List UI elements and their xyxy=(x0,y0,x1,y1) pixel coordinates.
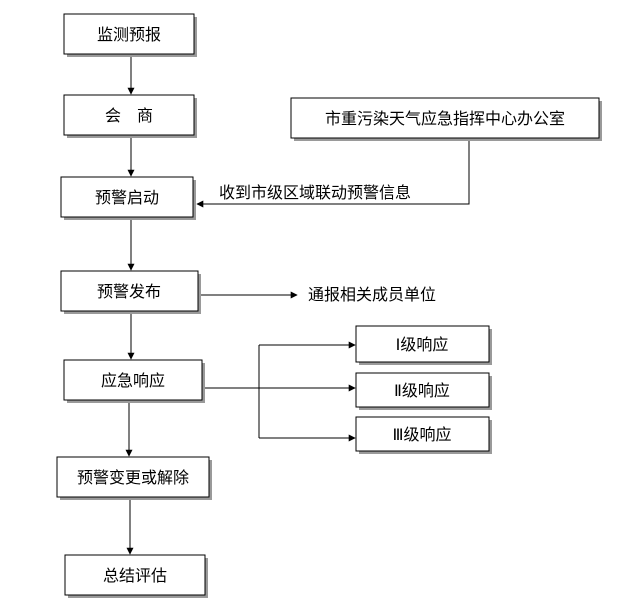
node-warning-publish: 预警发布 xyxy=(60,270,201,314)
node-command-office-label: 市重污染天气应急指挥中心办公室 xyxy=(325,109,565,128)
node-level2: Ⅱ级响应 xyxy=(355,372,492,410)
node-level1-label: Ⅰ级响应 xyxy=(396,335,449,354)
node-monitor: 监测预报 xyxy=(63,13,197,57)
node-level3-label: Ⅲ级响应 xyxy=(392,425,451,444)
node-level3: Ⅲ级响应 xyxy=(355,416,492,454)
node-warning-change-label: 预警变更或解除 xyxy=(77,468,189,487)
node-level1: Ⅰ级响应 xyxy=(355,325,492,365)
node-command-office: 市重污染天气应急指挥中心办公室 xyxy=(290,97,602,141)
node-consult-label: 会 商 xyxy=(105,106,153,125)
node-emergency-response: 应急响应 xyxy=(63,359,205,403)
node-consult: 会 商 xyxy=(63,94,197,138)
node-warning-publish-label: 预警发布 xyxy=(97,282,161,301)
node-warning-start-label: 预警启动 xyxy=(95,188,159,207)
node-warning-change: 预警变更或解除 xyxy=(56,456,212,500)
node-summary: 总结评估 xyxy=(64,554,208,598)
node-level2-label: Ⅱ级响应 xyxy=(394,381,450,400)
node-monitor-label: 监测预报 xyxy=(97,25,161,44)
edge-label-notify-members: 通报相关成员单位 xyxy=(308,285,436,304)
arrow-command-office-to-warning-start xyxy=(196,141,470,208)
node-emergency-response-label: 应急响应 xyxy=(101,371,165,390)
node-summary-label: 总结评估 xyxy=(103,566,167,585)
node-warning-start: 预警启动 xyxy=(60,176,196,220)
edge-label-receive-info: 收到市级区域联动预警信息 xyxy=(219,183,411,202)
